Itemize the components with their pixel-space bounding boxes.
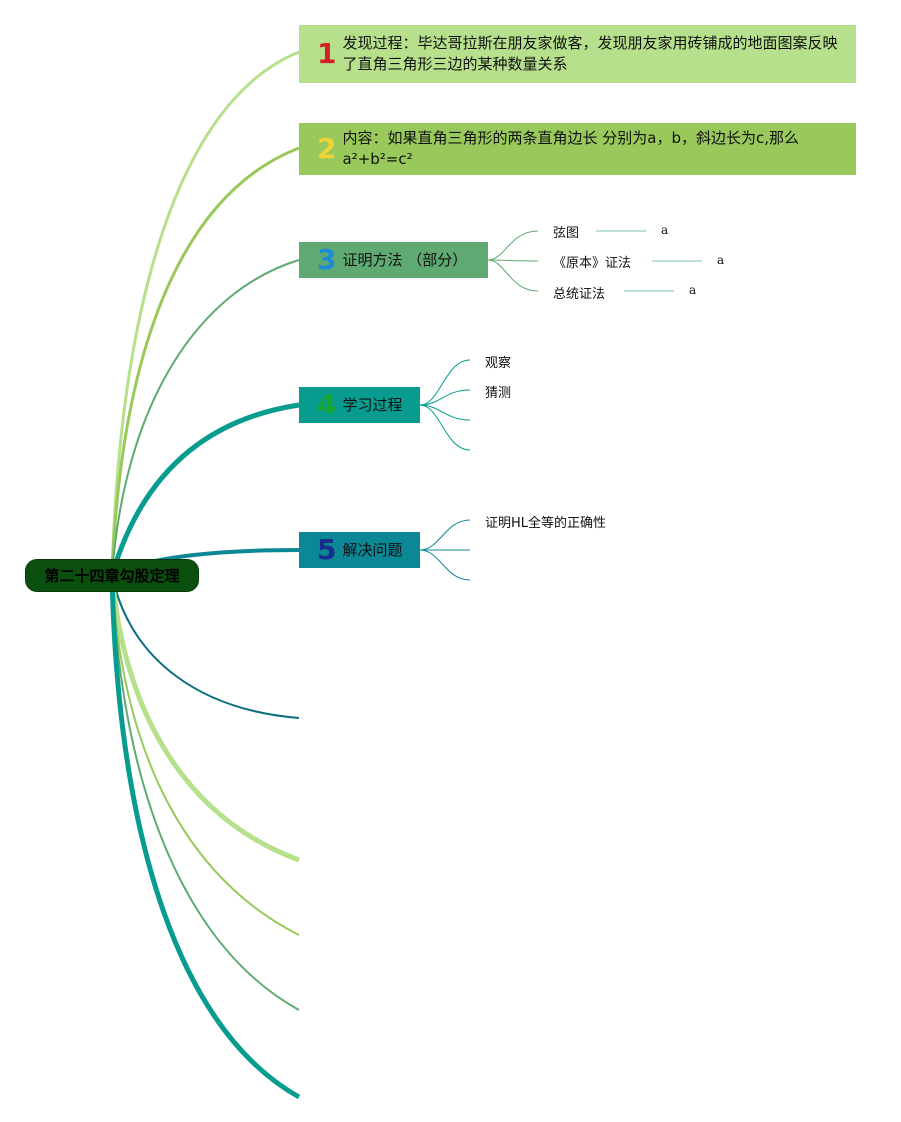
topic-2-number: 2	[317, 132, 337, 165]
topic-1-text: 发现过程：毕达哥拉斯在朋友家做客，发现朋友家用砖铺成的地面图案反映了直角三角形三…	[342, 34, 838, 73]
topic-1-discovery[interactable]: 1 发现过程：毕达哥拉斯在朋友家做客，发现朋友家用砖铺成的地面图案反映了直角三角…	[299, 25, 856, 83]
subtopic-5-1[interactable]: 证明HL全等的正确性	[485, 516, 607, 531]
topic-4-number: 4	[317, 388, 337, 421]
root-node[interactable]: 第二十四章勾股定理	[25, 559, 199, 592]
connector-empty-2	[109, 574, 300, 863]
connector-3-1	[487, 230, 539, 261]
topic-3-text: 证明方法 （部分）	[342, 250, 468, 269]
subtopic-4-2[interactable]: 猜测	[485, 386, 512, 401]
topic-2-text: 内容：如果直角三角形的两条直角边长 分别为a，b，斜边长为c,那么a²+b²=c…	[342, 129, 799, 168]
topic-4-text: 学习过程	[342, 395, 403, 414]
connector-topic-3	[111, 259, 300, 576]
connector-topic-2	[110, 146, 300, 576]
connector-3-2	[487, 259, 539, 262]
connector-empty-1	[111, 574, 300, 719]
topic-3-number: 3	[317, 243, 337, 276]
connector-empty-3	[111, 574, 300, 936]
connector-topic-1	[110, 50, 300, 576]
subtopic-4-1[interactable]: 观察	[485, 356, 512, 371]
connector-empty-5	[109, 574, 301, 1100]
connector-topic-4	[109, 402, 300, 576]
topic-5-solve-problems[interactable]: 5 解决问题	[299, 532, 420, 568]
connector-4-2	[419, 389, 471, 406]
subtopic-3-2-value[interactable]: a	[717, 253, 725, 267]
topic-3-proof-methods[interactable]: 3 证明方法 （部分）	[299, 242, 488, 278]
subtopic-3-3[interactable]: 总统证法	[553, 287, 606, 302]
subtopic-3-2[interactable]: 《原本》证法	[553, 256, 632, 271]
connector-4-4	[419, 404, 471, 451]
connector-3-3	[487, 259, 539, 292]
subtopic-3-1[interactable]: 弦图	[553, 226, 580, 241]
connector-5-1	[419, 519, 471, 551]
connector-empty-4	[111, 574, 300, 1011]
subtopic-3-3-value[interactable]: a	[689, 283, 697, 297]
topic-5-text: 解决问题	[342, 540, 403, 559]
topic-4-learning-process[interactable]: 4 学习过程	[299, 387, 420, 423]
topic-1-number: 1	[317, 37, 337, 70]
topic-2-content[interactable]: 2 内容：如果直角三角形的两条直角边长 分别为a，b，斜边长为c,那么a²+b²…	[299, 123, 856, 175]
subtopic-3-1-value[interactable]: a	[661, 223, 669, 237]
connector-4-1	[419, 359, 471, 406]
root-label: 第二十四章勾股定理	[44, 567, 180, 585]
topic-5-number: 5	[317, 533, 337, 566]
connector-5-3	[419, 549, 471, 581]
